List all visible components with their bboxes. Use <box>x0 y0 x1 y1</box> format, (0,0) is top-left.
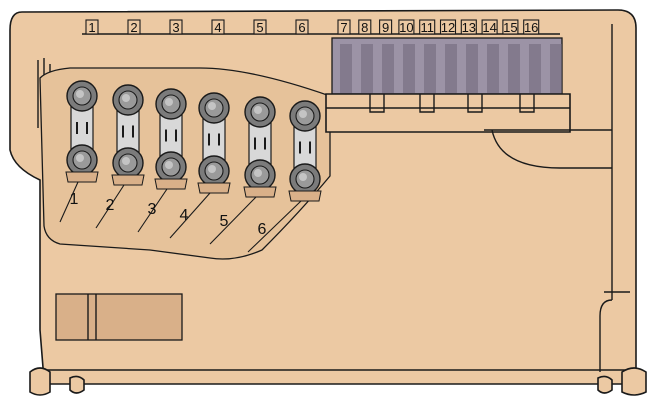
relay-clip <box>369 94 385 113</box>
slot-label-11: 11 <box>419 19 436 35</box>
relay-rib <box>508 44 520 94</box>
fuse-5 <box>243 96 277 198</box>
label-window <box>55 293 183 341</box>
relay-rib <box>529 44 541 94</box>
fuse-label-4: 4 <box>169 192 211 239</box>
slot-label-text: 16 <box>524 20 538 35</box>
slot-label-7: 7 <box>337 19 351 35</box>
fuse-label-3: 3 <box>137 188 168 233</box>
relay-rib <box>487 44 499 94</box>
relay-rib <box>382 44 394 94</box>
slot-label-text: 2 <box>130 20 137 35</box>
slot-label-text: 14 <box>482 20 496 35</box>
fuse-4 <box>197 92 231 194</box>
fuse-1 <box>65 80 99 183</box>
slot-label-text: 12 <box>441 20 455 35</box>
slot-label-text: 9 <box>382 20 389 35</box>
slot-label-1: 1 <box>85 19 99 35</box>
relay-rib <box>445 44 457 94</box>
relay-rib <box>550 44 562 94</box>
slot-label-text: 8 <box>361 20 368 35</box>
slot-label-text: 7 <box>340 20 347 35</box>
slot-label-text: 5 <box>256 20 263 35</box>
relay-clip <box>419 94 435 113</box>
mounting-arc <box>491 129 612 169</box>
slot-label-2: 2 <box>127 19 141 35</box>
slot-label-15: 15 <box>502 19 519 35</box>
fuse-2 <box>111 84 145 186</box>
fuse-label-text: 2 <box>106 197 115 214</box>
slot-label-16: 16 <box>523 19 540 35</box>
slot-label-text: 15 <box>503 20 517 35</box>
slot-label-12: 12 <box>439 19 457 35</box>
slot-label-text: 3 <box>172 20 179 35</box>
slot-label-3: 3 <box>169 19 183 35</box>
slot-label-text: 4 <box>214 20 221 35</box>
slot-label-5: 5 <box>253 19 267 35</box>
relay-clip <box>519 94 535 113</box>
slot-label-4: 4 <box>211 19 225 35</box>
fuse-label-5: 5 <box>209 196 257 245</box>
slot-label-text: 13 <box>462 20 476 35</box>
fuse-label-6: 6 <box>247 200 302 253</box>
slot-label-10: 10 <box>398 19 415 35</box>
slot-label-13: 13 <box>460 19 477 35</box>
right-divider <box>599 24 630 372</box>
slot-label-6: 6 <box>295 19 309 35</box>
housing-base <box>41 369 639 385</box>
relay-rib <box>466 44 478 94</box>
slot-label-text: 11 <box>420 20 434 35</box>
relay-rib <box>424 44 436 94</box>
fuse-3 <box>154 88 188 190</box>
fuse-label-text: 1 <box>70 191 79 208</box>
mounting-feet <box>29 367 647 396</box>
fuse-label-text: 3 <box>148 201 157 218</box>
relay-clip <box>467 94 483 113</box>
slot-label-8: 8 <box>358 19 372 35</box>
relay-rib <box>340 44 352 94</box>
fuse-6 <box>288 100 322 202</box>
fuse-label-text: 4 <box>180 207 189 224</box>
fuse-label-text: 6 <box>258 221 267 238</box>
slot-label-text: 1 <box>88 20 95 35</box>
slot-label-text: 10 <box>399 20 413 35</box>
slot-label-14: 14 <box>481 19 498 35</box>
relay-block <box>325 37 571 133</box>
fuse-label-1: 1 <box>59 181 79 223</box>
slot-label-text: 6 <box>298 20 305 35</box>
fuse-label-text: 5 <box>220 213 229 230</box>
slot-label-9: 9 <box>379 19 393 35</box>
relay-rib <box>361 44 373 94</box>
fuse-label-2: 2 <box>95 184 125 229</box>
relay-rib <box>403 44 415 94</box>
